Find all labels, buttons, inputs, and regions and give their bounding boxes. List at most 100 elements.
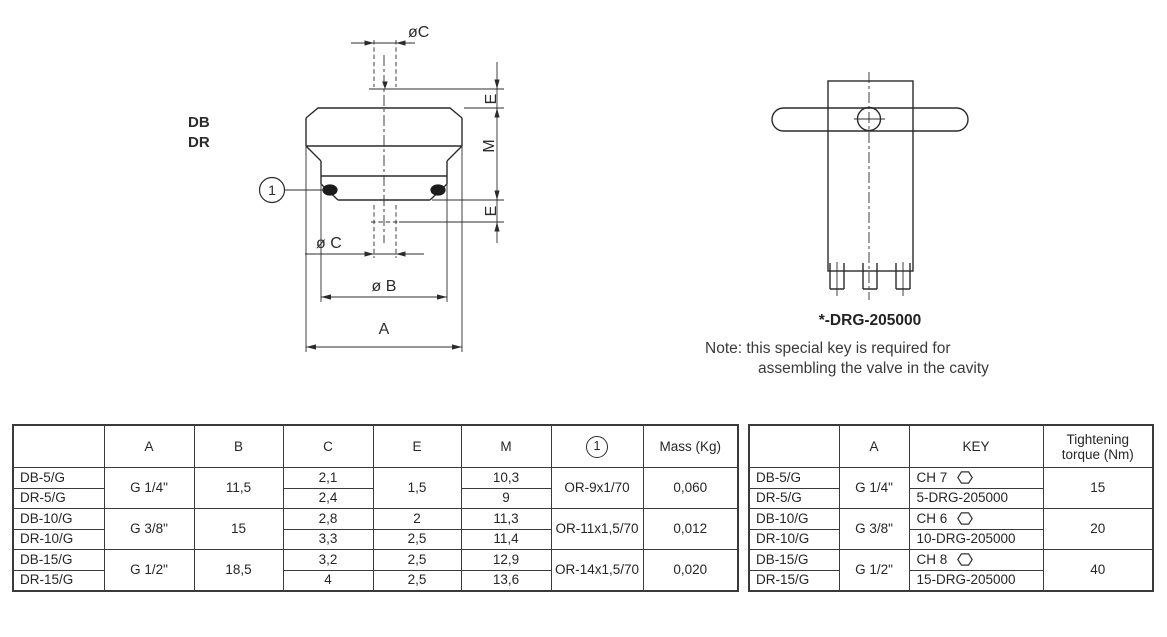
- key-code-cell: 10-DRG-205000: [908, 528, 1044, 550]
- table-header-row: A KEY Tightening torque (Nm): [748, 424, 1154, 468]
- hexagon-icon: [957, 470, 974, 484]
- c-cell: 2,8: [282, 508, 374, 530]
- c-cell: 3,3: [282, 528, 374, 550]
- torque-cell: 20: [1042, 508, 1154, 550]
- key-tool-drawing: [771, 72, 969, 300]
- key-part-number: *-DRG-205000: [818, 312, 922, 329]
- torque-cell: 40: [1042, 549, 1154, 592]
- m-cell: 12,9: [460, 549, 552, 571]
- header-a: A: [103, 424, 195, 468]
- key-ch-cell: CH 8: [908, 549, 1044, 571]
- header-e: E: [372, 424, 462, 468]
- a-cell: G 3/8": [838, 508, 910, 550]
- oring-section-left: [322, 184, 338, 196]
- header-m: M: [460, 424, 552, 468]
- a-cell: G 3/8": [103, 508, 195, 550]
- arrow: [364, 40, 374, 46]
- a-cell: G 1/4": [838, 467, 910, 509]
- header-torque: Tightening torque (Nm): [1042, 424, 1154, 468]
- model-cell: DR-15/G: [12, 569, 105, 592]
- header-model: [12, 424, 105, 468]
- model-cell: DB-5/G: [748, 467, 840, 489]
- hidden-hole-lines-bottom: [371, 205, 399, 258]
- header-mass: Mass (Kg): [642, 424, 739, 468]
- assembly-note-line2: assembling the valve in the cavity: [758, 359, 989, 377]
- table-row: DR-15/G 4 2,5 13,6: [12, 569, 738, 592]
- arrow: [494, 222, 500, 232]
- mass-cell: 0,012: [642, 508, 739, 550]
- m-cell: 10,3: [460, 467, 552, 489]
- dim-label-dia-c-bottom: ø C: [316, 235, 342, 252]
- arrow: [494, 79, 500, 89]
- dim-label-dia-c-top: øC: [408, 24, 429, 41]
- arrow: [396, 40, 406, 46]
- e-cell: 2: [372, 508, 462, 530]
- balloon-badge: 1: [586, 435, 608, 458]
- c-cell: 2,1: [282, 467, 374, 489]
- table-row: DR-15/G 15-DRG-205000: [748, 569, 1153, 592]
- a-cell: G 1/2": [838, 549, 910, 592]
- balloon-circle: [258, 176, 286, 204]
- model-cell: DB-15/G: [748, 549, 840, 571]
- hidden-hole-lines-top: [373, 40, 397, 87]
- table-row: DR-5/G 2,4 9: [12, 487, 738, 509]
- assembly-note: Note: this special key is required for a…: [705, 339, 989, 378]
- dim-label-m: M: [481, 139, 498, 152]
- arrow: [364, 251, 374, 257]
- b-cell: 15: [193, 508, 284, 550]
- m-cell: 9: [460, 487, 552, 509]
- model-cell: DR-10/G: [748, 528, 840, 550]
- m-cell: 11,3: [460, 508, 552, 530]
- b-cell: 11,5: [193, 467, 284, 509]
- e-cell: 1,5: [372, 467, 462, 509]
- oring-cell: OR-14x1,5/70: [550, 549, 644, 592]
- m-cell: 11,4: [460, 528, 552, 550]
- header-key: KEY: [908, 424, 1044, 468]
- key-table: A KEY Tightening torque (Nm) DB-5/G G 1/…: [748, 424, 1154, 592]
- oring-cell: OR-9x1/70: [550, 467, 644, 509]
- table-row: DR-5/G 5-DRG-205000: [748, 487, 1153, 509]
- balloon-callout: 1: [258, 176, 324, 204]
- model-cell: DR-10/G: [12, 528, 105, 550]
- table-row: DB-10/G G 3/8" 15 2,8 2 11,3 OR-11x1,5/7…: [12, 508, 739, 550]
- c-cell: 4: [282, 569, 374, 592]
- c-cell: 3,2: [282, 549, 374, 571]
- torque-cell: 15: [1042, 467, 1154, 509]
- mass-cell: 0,020: [642, 549, 739, 592]
- m-cell: 13,6: [460, 569, 552, 592]
- oring-cell: OR-11x1,5/70: [550, 508, 644, 550]
- arrow: [494, 190, 500, 200]
- model-cell: DR-5/G: [12, 487, 105, 509]
- arrow: [321, 294, 331, 300]
- hexagon-icon: [957, 552, 974, 566]
- assembly-note-line1: Note: this special key is required for: [705, 340, 951, 357]
- key-code-cell: 15-DRG-205000: [908, 569, 1044, 592]
- table-row: DR-10/G 10-DRG-205000: [748, 528, 1153, 550]
- header-c: C: [282, 424, 374, 468]
- dim-label-dia-b: ø B: [372, 278, 397, 295]
- a-cell: G 1/4": [103, 467, 195, 509]
- e-cell: 2,5: [372, 549, 462, 571]
- series-label-db: DB: [188, 114, 210, 131]
- a-cell: G 1/2": [103, 549, 195, 592]
- balloon-number: 1: [268, 182, 276, 198]
- e-cell: 2,5: [372, 569, 462, 592]
- c-cell: 2,4: [282, 487, 374, 509]
- e-cell: 2,5: [372, 528, 462, 550]
- table-row: DB-15/G G 1/2" 18,5 3,2 2,5 12,9 OR-14x1…: [12, 549, 739, 592]
- hexagon-icon: [957, 511, 974, 525]
- dim-label-e-top: E: [483, 94, 500, 105]
- table-row: DR-10/G 3,3 2,5 11,4: [12, 528, 738, 550]
- plug-section-drawing: øC ø C ø B A E M E DB DR 1: [188, 24, 504, 352]
- dimensions-table: A B C E M 1 Mass (Kg) DB-5/G G 1/4" 11,5…: [12, 424, 739, 592]
- mass-cell: 0,060: [642, 467, 739, 509]
- key-ch-cell: CH 6: [908, 508, 1044, 530]
- arrow: [437, 294, 447, 300]
- key-prong-centerlines: [836, 262, 904, 296]
- series-label-dr: DR: [188, 134, 210, 151]
- header-a: A: [838, 424, 910, 468]
- header-model: [748, 424, 840, 468]
- arrow: [452, 344, 462, 350]
- table-row: DB-5/G G 1/4" 11,5 2,1 1,5 10,3 OR-9x1/7…: [12, 467, 739, 509]
